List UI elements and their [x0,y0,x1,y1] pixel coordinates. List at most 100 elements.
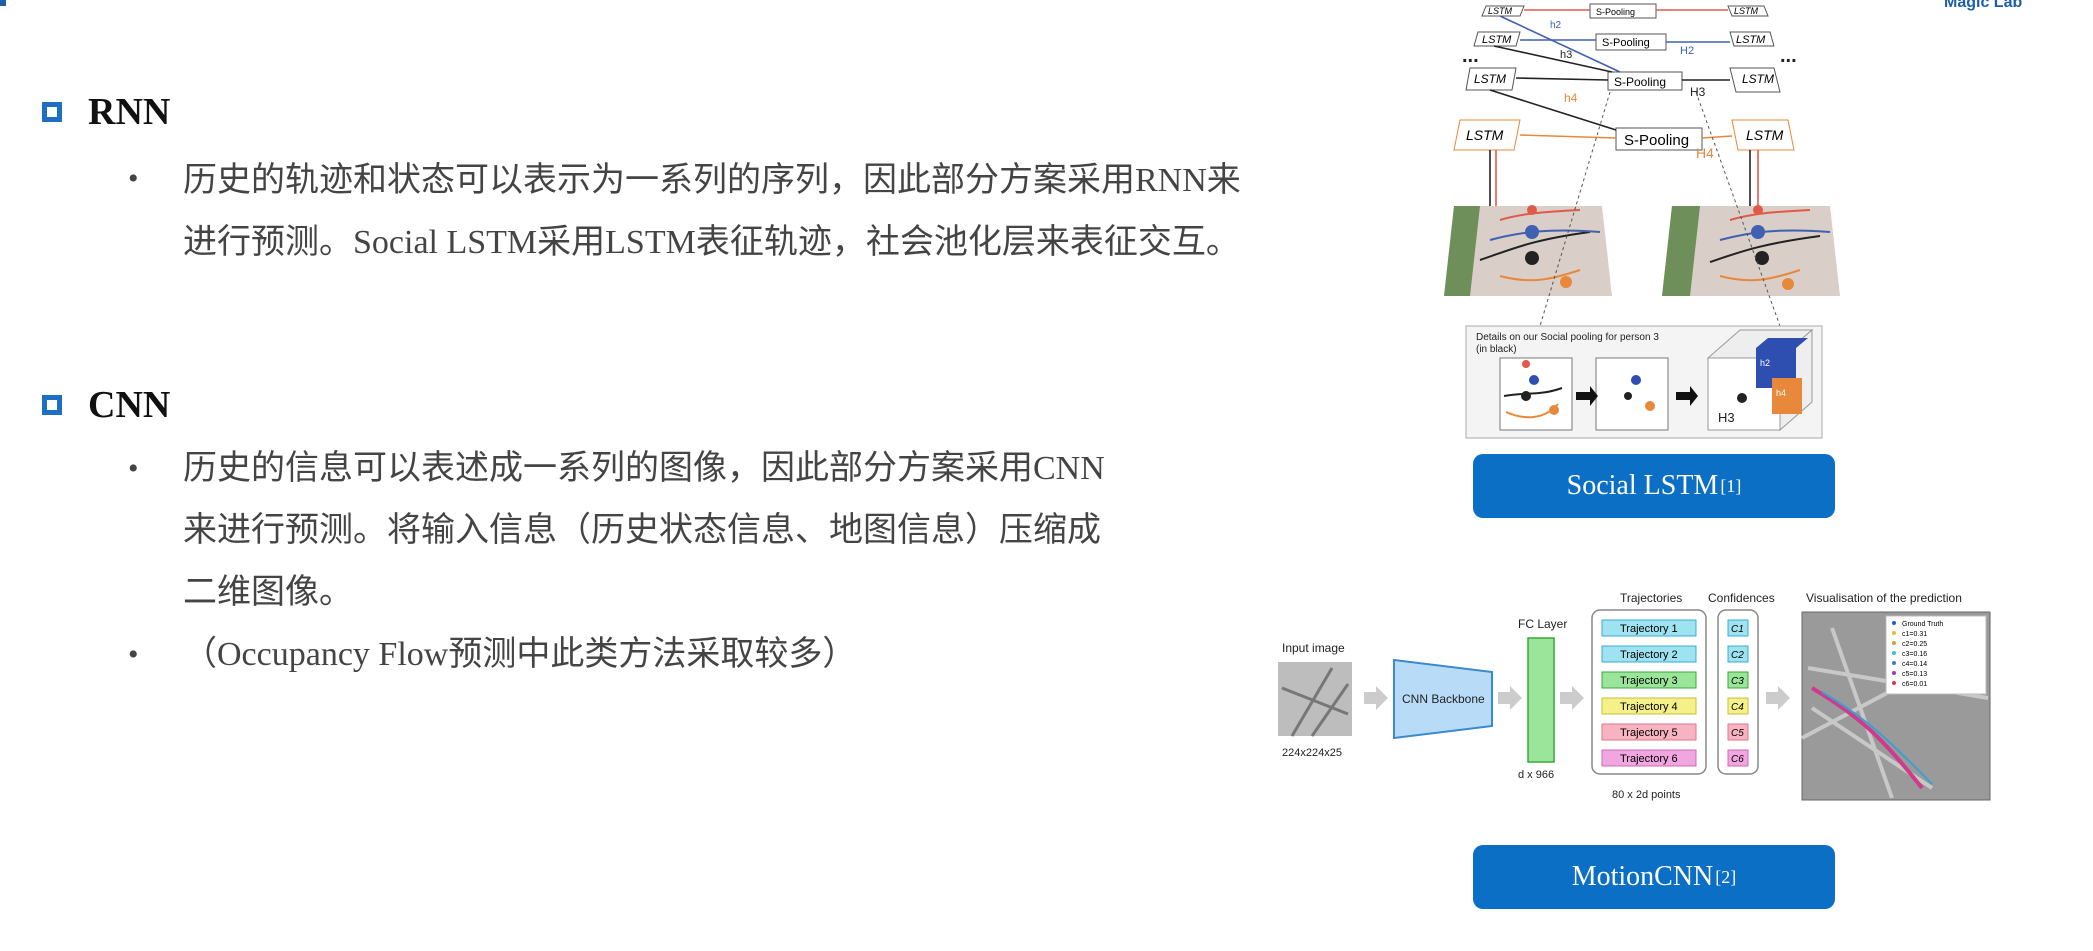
fc-layer-block [1527,637,1555,763]
trajectory-box [1601,723,1697,741]
confidence-box [1727,619,1749,637]
box-H3-label: H3 [1718,410,1735,425]
trajectory-box [1601,749,1697,767]
square-bullet-icon [42,102,62,122]
caption-ref: [2] [1715,866,1737,887]
box-h2-label: h2 [1760,358,1770,368]
confidence-box [1727,723,1749,741]
rnn-title: RNN [88,91,171,133]
h4-label: h4 [1564,91,1578,105]
fc-layer-title: FC Layer [1518,617,1567,631]
projection-lines [1539,91,1781,327]
trajectory-label: Trajectory 2 [1620,649,1678,661]
legend-label: c3=0.16 [1902,651,1927,658]
s-pooling-boxes [1589,3,1703,151]
legend-dot [1892,631,1896,635]
cnn-bullet-text: 历史的信息可以表述成一系列的图像，因此部分方案采用CNN 来进行预测。将输入信息… [183,438,1105,624]
lstm-right-stack [1727,5,1795,151]
legend-dot [1892,681,1896,685]
trajectory-label: Trajectory 3 [1620,675,1678,687]
prediction-visualisation [1801,611,1991,801]
confidence-box [1727,645,1749,663]
lstm-label: LSTM [1746,127,1784,143]
trajectories-title: Trajectories [1620,591,1682,605]
cnn-title: CNN [88,384,171,426]
bullet-dot-icon: • [128,638,139,671]
arrow-icon [1766,686,1790,710]
h3-label: h3 [1560,49,1572,61]
input-image-thumb [1278,662,1352,737]
ellipsis-left: ... [1462,45,1479,67]
lab-logo: Magic Lab [1944,0,2023,11]
legend-label: Ground Truth [1902,621,1943,628]
trajectory-points-label: 80 x 2d points [1612,789,1681,801]
details-caption-line2: (in black) [1476,344,1517,355]
lstm-arrows [1489,9,1759,230]
trajectory-box [1601,671,1697,689]
rnn-bullet-line: 进行预测。Social LSTM采用LSTM表征轨迹，社会池化层来表征交互。 [183,224,1240,261]
legend-label: c4=0.14 [1902,661,1927,668]
legend-label: c2=0.25 [1902,641,1927,648]
rnn-bullet-text: 历史的轨迹和状态可以表示为一系列的序列，因此部分方案采用RNN来 进行预测。So… [183,150,1241,274]
legend-dot [1892,661,1896,665]
caption-text: Social LSTM [1566,470,1719,501]
cnn-backbone-block [1393,658,1493,740]
legend-label: c1=0.31 [1902,631,1927,638]
motioncnn-caption: MotionCNN[2] [1473,845,1835,909]
arrow-icon [1498,686,1522,710]
confidence-label: C5 [1731,728,1744,739]
caption-ref: [1] [1720,475,1742,496]
cnn-backbone-label: CNN Backbone [1402,692,1485,706]
legend-dot [1892,641,1896,645]
lstm-label: LSTM [1466,127,1504,143]
trajectory-box [1601,697,1697,715]
s-pooling-label: S-Pooling [1624,132,1689,149]
visualisation-title: Visualisation of the prediction [1806,591,1962,605]
lstm-label: LSTM [1488,6,1513,16]
legend-dot [1892,671,1896,675]
caption-text: MotionCNN [1571,861,1714,892]
details-caption-line1: Details on our Social pooling for person… [1476,332,1659,343]
h2-label: h2 [1550,20,1562,31]
confidences-title: Confidences [1708,591,1775,605]
confidence-box [1727,749,1749,767]
fc-dims: d x 966 [1518,769,1554,781]
rnn-bullet-line: 历史的轨迹和状态可以表示为一系列的序列，因此部分方案采用RNN来 [183,162,1241,199]
confidence-label: C3 [1731,676,1744,687]
scene-image-right [1662,205,1840,296]
arrow-icon [1364,686,1388,710]
scene-image-left [1444,205,1612,296]
confidence-box [1727,671,1749,689]
confidence-label: C1 [1731,624,1744,635]
confidence-label: C6 [1731,754,1744,765]
prediction-legend: Ground Truth c1=0.31 c2=0.25 c3=0.16 c4=0.14… [1892,621,1943,688]
cnn-bullet-line: 历史的信息可以表述成一系列的图像，因此部分方案采用CNN [183,450,1105,487]
trajectory-box [1601,619,1697,637]
rnn-section-title: RNN [42,90,170,134]
s-pooling-label: S-Pooling [1596,7,1635,17]
arrow-icon [1560,686,1584,710]
confidence-label: C2 [1731,650,1744,661]
cnn-bullet-line: 二维图像。 [183,574,353,611]
cnn-section-title: CNN [42,383,170,427]
bullet-dot-icon: • [128,452,139,485]
s-pooling-label: S-Pooling [1614,75,1666,89]
ellipsis-right: ... [1780,45,1797,67]
trajectory-label: Trajectory 5 [1620,727,1678,739]
input-dims: 224x224x25 [1282,747,1342,759]
H3-label: H3 [1690,85,1706,99]
s-pooling-label: S-Pooling [1602,37,1650,49]
confidence-label: C4 [1731,702,1744,713]
trajectory-box [1601,645,1697,663]
motioncnn-figure: Input image 224x224x25 CNN Backbone FC L… [1278,591,1991,801]
H2-label: H2 [1680,45,1694,57]
lstm-label: LSTM [1734,6,1759,16]
bullet-dot-icon: • [128,162,139,195]
social-lstm-figure: ... ... LSTM LSTM LSTM LSTM LSTM LSTM LS… [1444,3,1840,439]
cnn-bullet-line: 来进行预测。将输入信息（历史状态信息、地图信息）压缩成 [183,512,1101,549]
square-bullet-icon [42,395,62,415]
lstm-label: LSTM [1474,72,1506,86]
cnn-bullet2-text: （Occupancy Flow预测中此类方法采取较多） [183,636,857,673]
